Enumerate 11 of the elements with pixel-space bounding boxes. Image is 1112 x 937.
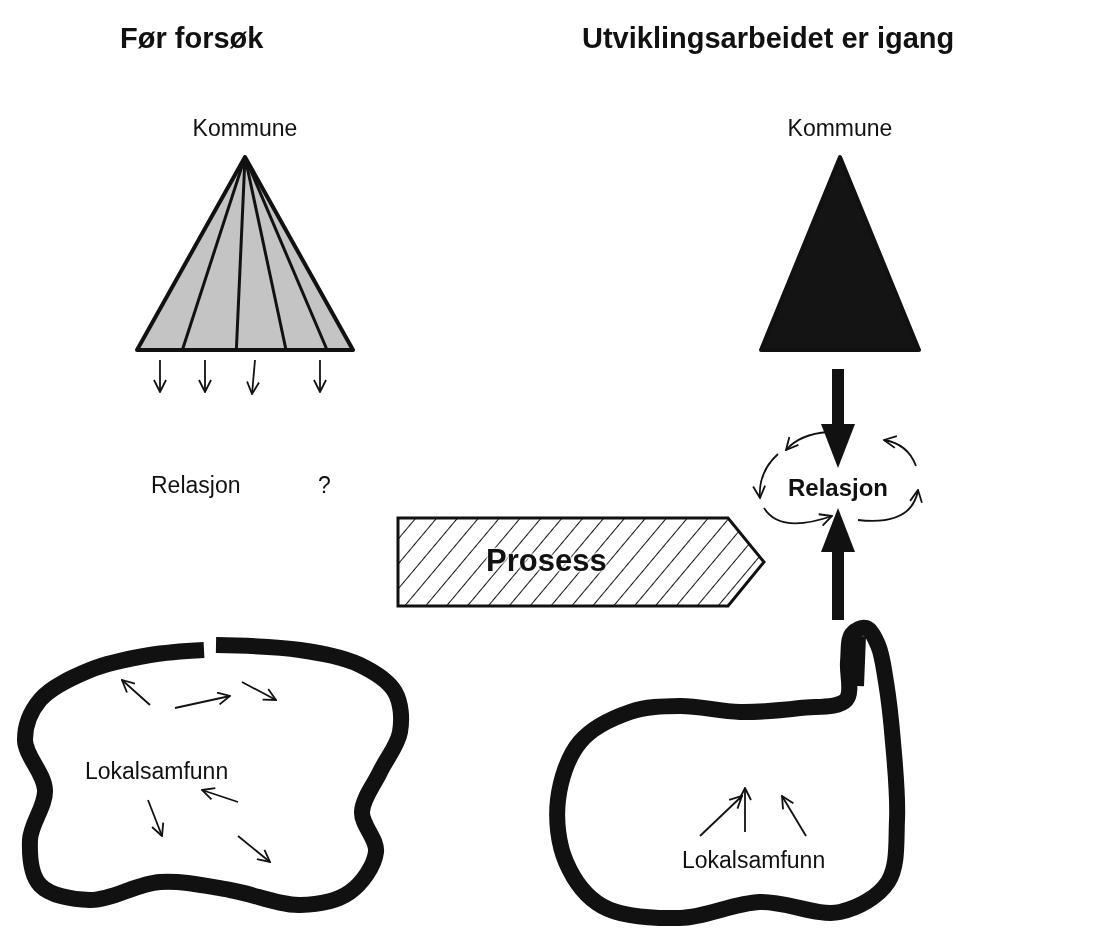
text-label: ? <box>318 472 331 499</box>
node-label: Kommune <box>191 114 299 142</box>
panel-heading: Utviklingsarbeidet er igang <box>582 22 955 55</box>
node-label: Lokalsamfunn <box>85 757 229 785</box>
arrow <box>821 508 855 620</box>
node-label: Kommune <box>786 114 894 142</box>
panel-heading: Før forsøk <box>120 22 264 55</box>
node-label: Lokalsamfunn <box>682 846 826 874</box>
text-label: Relasjon <box>151 472 241 499</box>
arrow <box>821 369 855 468</box>
node-label: Relasjon <box>787 474 889 502</box>
